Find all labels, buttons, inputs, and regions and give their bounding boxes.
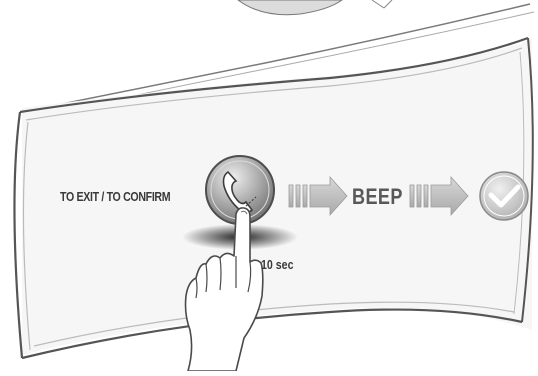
confirm-check (480, 172, 528, 220)
beep-label: BEEP (352, 184, 403, 210)
top-dial-fragment (238, 0, 392, 15)
instruction-label: TO EXIT / TO CONFIRM (60, 190, 170, 204)
duration-label: 10 sec (261, 258, 293, 272)
